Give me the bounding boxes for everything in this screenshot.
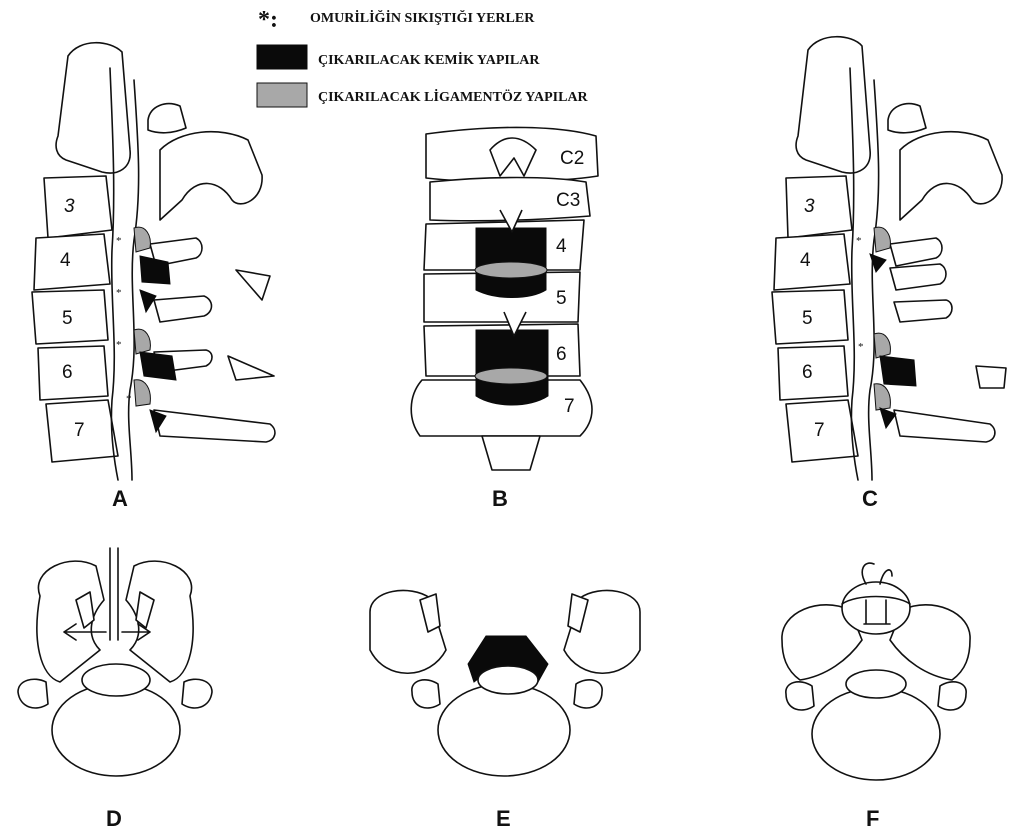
legend-asterisk: *: (258, 7, 278, 33)
c-c2-body (796, 37, 870, 173)
e-left-transverse (412, 680, 440, 708)
legend-bone-label: ÇIKARILACAK KEMİK YAPILAR (318, 51, 540, 68)
c-label-5: 5 (802, 308, 813, 329)
a-asterisk-4: * (126, 393, 132, 405)
d-right-lamina (126, 561, 193, 682)
panel-f: F (782, 563, 970, 831)
c-asterisk-1: * (856, 235, 862, 247)
c-body-6 (778, 346, 848, 400)
c-canal-posterior (869, 80, 879, 480)
d-left-transverse (18, 679, 48, 708)
f-vertebral-body (812, 688, 940, 780)
panel-d-label: D (106, 806, 122, 831)
f-spinous-graft (842, 582, 910, 634)
d-vertebral-body (52, 684, 180, 776)
a-ligament-3 (134, 380, 150, 406)
c-lamina-7 (894, 410, 995, 442)
panel-a-label: A (112, 486, 128, 511)
c-c2-spinous (900, 132, 1002, 220)
a-c2-spinous (160, 132, 262, 220)
legend-compression-label: OMURİLİĞİN SIKIŞTIĞI YERLER (310, 9, 535, 26)
a-ligament-2 (134, 329, 150, 354)
b-label-c3: C3 (556, 190, 580, 211)
a-body-4 (34, 234, 110, 290)
legend-bone-swatch (257, 45, 307, 69)
d-left-lamina (37, 561, 104, 682)
e-spinal-cord (478, 666, 538, 694)
a-spinous-tip-2 (228, 356, 274, 380)
c-lamina-3 (890, 238, 942, 266)
a-label-7: 7 (74, 420, 85, 441)
c-lamina-5 (894, 300, 952, 322)
d-right-transverse (182, 679, 212, 708)
panel-f-label: F (866, 806, 879, 831)
b-bone-lower (476, 330, 548, 405)
f-suture-knot (862, 563, 892, 584)
b-label-5: 5 (556, 288, 567, 309)
c-label-6: 6 (802, 362, 813, 383)
a-label-3: 3 (64, 196, 75, 217)
c-label-3: 3 (804, 196, 815, 217)
panel-e: E (370, 590, 640, 831)
c-asterisk-2: * (858, 341, 864, 353)
panel-c: * * 3 4 5 6 7 C (772, 37, 1006, 511)
panel-b-label: B (492, 486, 508, 511)
a-lamina-4 (154, 296, 212, 322)
f-right-transverse (938, 682, 966, 710)
c-c1-arch (888, 104, 926, 133)
a-asterisk-2: * (116, 287, 122, 299)
e-right-transverse (574, 680, 602, 708)
d-spinal-cord (82, 664, 150, 696)
b-label-7: 7 (564, 396, 575, 417)
a-label-4: 4 (60, 250, 71, 271)
panel-a: * * * * 3 4 5 6 7 A (32, 43, 275, 511)
c-ligament-3 (874, 384, 890, 410)
panel-c-label: C (862, 486, 878, 511)
panel-d: D (18, 548, 212, 831)
a-label-5: 5 (62, 308, 73, 329)
c-bone-2 (880, 356, 916, 386)
a-label-6: 6 (62, 362, 73, 383)
a-asterisk-3: * (116, 339, 122, 351)
b-label-4: 4 (556, 236, 567, 257)
a-body-3 (44, 176, 112, 238)
c-ligament-2 (874, 333, 890, 358)
a-c2-body (56, 43, 130, 173)
b-ligament-upper (475, 262, 547, 278)
a-body-6 (38, 346, 108, 400)
a-spinous-tip-1 (236, 270, 270, 300)
a-lamina-7 (154, 410, 275, 442)
c-body-4 (774, 234, 850, 290)
c-label-7: 7 (814, 420, 825, 441)
legend: *: OMURİLİĞİN SIKIŞTIĞI YERLER ÇIKARILAC… (257, 7, 589, 107)
b-ligament-lower (475, 368, 547, 384)
b-label-c2: C2 (560, 148, 584, 169)
b-label-6: 6 (556, 344, 567, 365)
f-left-transverse (786, 682, 814, 710)
a-asterisk-1: * (116, 235, 122, 247)
panel-e-label: E (496, 806, 511, 831)
a-bone-3 (140, 352, 176, 380)
c-body-3 (786, 176, 852, 238)
a-canal-posterior (129, 80, 139, 480)
a-ligament-1 (134, 227, 150, 252)
c-label-4: 4 (800, 250, 811, 271)
panel-b: C2 C3 4 5 6 7 B (411, 127, 598, 511)
legend-ligament-swatch (257, 83, 307, 107)
c-lamina-4 (890, 264, 946, 290)
a-c1-arch (148, 104, 186, 133)
b-c7-spinous (482, 436, 540, 470)
f-spinal-cord (846, 670, 906, 698)
c-ligament-1 (874, 227, 890, 252)
legend-ligament-label: ÇIKARILACAK LİGAMENTÖZ YAPILAR (318, 88, 589, 105)
e-vertebral-body (438, 684, 570, 776)
c-spinous-tip (976, 366, 1006, 388)
